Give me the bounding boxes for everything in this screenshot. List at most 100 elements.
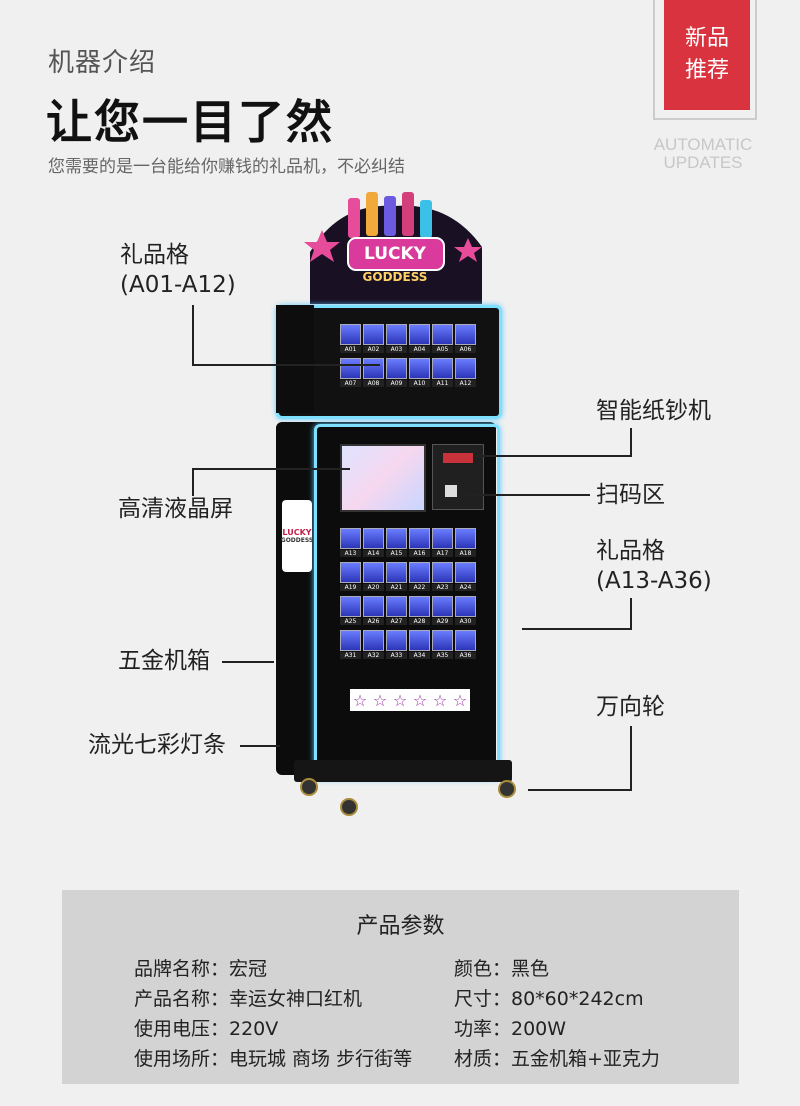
param-left: 使用电压：220V: [134, 1018, 279, 1040]
compartment-label: A10: [409, 380, 430, 387]
sign-lucky-text: LUCKY: [364, 244, 426, 264]
compartment-label: A22: [409, 584, 430, 591]
side-logo-text1: LUCKY: [282, 528, 312, 537]
compartment-label: A09: [386, 380, 407, 387]
compartment-label: A30: [455, 618, 476, 625]
param-left: 产品名称：幸运女神口红机: [134, 988, 363, 1010]
callout-gift-upper-line2: (A01-A12): [120, 272, 236, 298]
callout-line: [240, 745, 280, 747]
side-logo: LUCKY GODDESS: [280, 500, 314, 572]
callout-lcd: 高清液晶屏: [118, 496, 233, 522]
gift-compartment: [409, 528, 430, 549]
gift-compartment: [340, 528, 361, 549]
gift-compartment: [363, 324, 384, 345]
compartment-label: A04: [409, 346, 430, 353]
gift-compartment: [455, 358, 476, 379]
callout-gift-lower-line2: (A13-A36): [596, 568, 712, 594]
wheel-icon: [340, 798, 358, 816]
compartment-label: A28: [409, 618, 430, 625]
badge-line1: 新品: [684, 26, 729, 51]
gift-compartment: [363, 528, 384, 549]
compartment-label: A27: [386, 618, 407, 625]
compartment-label: A32: [363, 652, 384, 659]
gift-compartment: [455, 596, 476, 617]
callout-cabinet: 五金机箱: [118, 648, 210, 674]
compartment-label: A08: [363, 380, 384, 387]
compartment-label: A25: [340, 618, 361, 625]
gift-compartment: [340, 358, 361, 379]
param-right: 尺寸：80*60*242cm: [454, 988, 644, 1010]
gift-compartment: [409, 324, 430, 345]
callout-line: [475, 455, 632, 457]
compartment-label: A16: [409, 550, 430, 557]
param-left: 使用场所：电玩城 商场 步行街等: [134, 1048, 413, 1070]
wheel-icon: [300, 778, 318, 796]
callout-gift-lower: 礼品格 (A13-A36): [596, 536, 712, 596]
callout-gift-lower-line1: 礼品格: [596, 538, 665, 564]
compartment-label: A17: [432, 550, 453, 557]
callout-line: [192, 468, 350, 470]
page-title: 让您一目了然: [46, 95, 334, 149]
callout-gift-upper: 礼品格 (A01-A12): [120, 240, 236, 300]
page-subtitle: 您需要的是一台能给你赚钱的礼品机，不必纠结: [48, 157, 405, 177]
compartment-label: A33: [386, 652, 407, 659]
compartment-label: A24: [455, 584, 476, 591]
gift-compartment: [363, 562, 384, 583]
compartment-label: A36: [455, 652, 476, 659]
new-product-badge: 新品 推荐: [664, 0, 750, 110]
callout-line: [468, 494, 590, 496]
gift-compartment: [363, 358, 384, 379]
upper-cabinet-side: [276, 305, 314, 413]
compartment-label: A15: [386, 550, 407, 557]
gift-compartment: [340, 630, 361, 651]
callout-light-strip: 流光七彩灯条: [88, 732, 226, 758]
gift-compartment: [409, 596, 430, 617]
params-title: 产品参数: [356, 914, 445, 939]
wheel-icon: [498, 780, 516, 798]
gift-compartment: [363, 630, 384, 651]
side-logo-text2: GODDESS: [280, 537, 314, 544]
param-left: 品牌名称：宏冠: [134, 958, 268, 980]
callout-gift-upper-line1: 礼品格: [120, 242, 189, 268]
gift-compartment: [432, 358, 453, 379]
star-icon: ☆: [452, 690, 468, 710]
gift-compartment: [409, 630, 430, 651]
star-icon: ☆: [352, 690, 368, 710]
param-right: 颜色：黑色: [454, 958, 550, 980]
machine-top-sign: LUCKY GODDESS: [300, 192, 490, 304]
compartment-label: A29: [432, 618, 453, 625]
compartment-label: A23: [432, 584, 453, 591]
gift-compartment: [432, 324, 453, 345]
callout-scan-area: 扫码区: [596, 482, 665, 508]
callout-line: [630, 598, 632, 630]
compartment-label: A12: [455, 380, 476, 387]
compartment-label: A26: [363, 618, 384, 625]
lcd-screen: [340, 444, 426, 512]
gift-compartment: [386, 596, 407, 617]
stars-bar: ☆☆☆☆☆☆: [350, 689, 470, 711]
gift-compartment: [455, 630, 476, 651]
callout-line: [630, 726, 632, 790]
callout-line: [528, 789, 632, 791]
gift-compartment: [432, 630, 453, 651]
params-panel: 产品参数 品牌名称：宏冠 颜色：黑色 产品名称：幸运女神口红机 尺寸：80*60…: [62, 890, 739, 1084]
callout-line: [522, 628, 632, 630]
badge-caption-line1: AUTOMATIC: [653, 135, 753, 154]
badge-frame: [653, 0, 757, 120]
gift-compartment: [340, 562, 361, 583]
compartment-label: A35: [432, 652, 453, 659]
compartment-label: A11: [432, 380, 453, 387]
compartment-label: A19: [340, 584, 361, 591]
star-icon: ☆: [432, 690, 448, 710]
gift-compartment: [455, 562, 476, 583]
gift-compartment: [386, 528, 407, 549]
callout-line: [192, 364, 380, 366]
badge-caption: AUTOMATIC UPDATES: [648, 136, 758, 172]
callout-line: [222, 661, 274, 663]
gift-compartment: [432, 562, 453, 583]
param-right: 功率：200W: [454, 1018, 567, 1040]
star-icon: ☆: [392, 690, 408, 710]
compartment-label: A14: [363, 550, 384, 557]
badge-line2: 推荐: [684, 58, 729, 83]
